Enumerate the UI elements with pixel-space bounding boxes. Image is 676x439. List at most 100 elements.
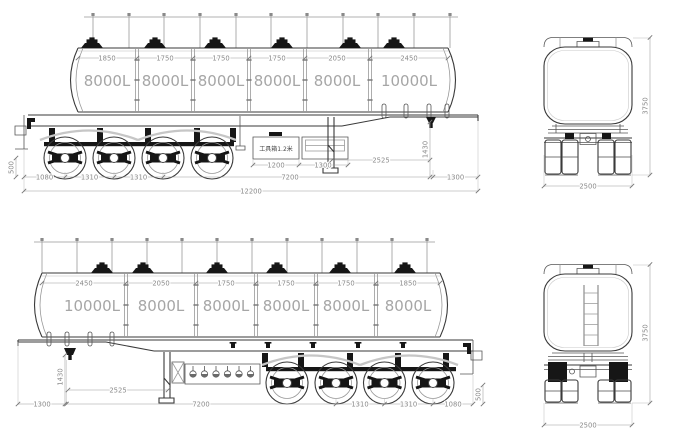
dimension-label: 2050 xyxy=(328,54,345,62)
wheel xyxy=(561,379,579,403)
discharge-valve-icon xyxy=(200,365,209,378)
frame-clamp-icon xyxy=(399,342,407,348)
manhole-cover-icon xyxy=(266,262,288,273)
frame-clamp-icon xyxy=(264,342,272,348)
dimension-label: 1750 xyxy=(156,54,173,62)
dimension-label: 2500 xyxy=(579,182,596,190)
volume-label: 8000L xyxy=(323,297,370,315)
wheel xyxy=(614,379,632,403)
side-cabinet xyxy=(302,137,348,159)
landing-gear xyxy=(159,352,174,403)
rear-discharge-fitting xyxy=(463,343,471,354)
toolbox: 工具箱1.2米 xyxy=(253,132,299,159)
volume-label: 10000L xyxy=(64,297,121,315)
discharge-valve-icon xyxy=(223,365,232,378)
wheel xyxy=(561,139,579,175)
handrail xyxy=(34,237,435,274)
discharge-valve-icon xyxy=(212,365,220,378)
dimension-label: 1310 xyxy=(400,400,417,408)
dimension-label: 1300 xyxy=(33,400,50,408)
deck-post xyxy=(381,103,387,119)
dimension-label: 2450 xyxy=(400,54,417,62)
volume-label: 8000L xyxy=(263,297,310,315)
discharge-valve-icon xyxy=(246,365,255,378)
end-view-top: 3750 2500 xyxy=(541,34,653,192)
dimension-label: 1430 xyxy=(57,368,65,385)
compartment-dim-row: 1850 1750 1750 1750 2050 2450 xyxy=(75,53,451,63)
dimension-label: 3750 xyxy=(642,97,650,114)
frame-clamp-icon xyxy=(309,342,317,348)
manhole-cover-icon xyxy=(329,262,351,273)
volume-label: 8000L xyxy=(198,72,245,90)
dimension-label: 1310 xyxy=(351,400,368,408)
end-view-bottom: 3750 2500 xyxy=(541,261,653,430)
manhole-cover-icon xyxy=(204,37,226,48)
manhole-cover-icon xyxy=(144,37,166,48)
dimension-label: 500 xyxy=(475,388,483,401)
dimension-label: 7200 xyxy=(192,400,209,408)
dimension-label: 1750 xyxy=(277,279,294,287)
manhole-cover-icon xyxy=(339,37,361,48)
manhole-covers xyxy=(91,262,416,273)
deck-post xyxy=(87,331,93,347)
dimension-label: 1200 xyxy=(267,161,284,169)
dimension-label: 1300 xyxy=(447,173,464,181)
discharge-valve-icon xyxy=(235,365,243,378)
volume-label: 8000L xyxy=(142,72,189,90)
manhole-cover-icon xyxy=(206,262,228,273)
dimension-label: 2525 xyxy=(109,386,126,394)
fender-arc xyxy=(40,131,236,141)
deck-post xyxy=(46,331,52,347)
suspension-beam xyxy=(266,367,456,372)
deck-post xyxy=(403,103,409,119)
wheel xyxy=(544,379,562,403)
dimension-label: 1850 xyxy=(399,279,416,287)
fender-arc xyxy=(262,356,458,366)
dimension-label: 2450 xyxy=(75,279,92,287)
dimension-label: 2050 xyxy=(152,279,169,287)
volume-labels: 8000L 8000L 8000L 8000L 8000L 10000L xyxy=(83,72,438,91)
mudflap xyxy=(609,362,628,382)
manhole-cover-icon xyxy=(132,262,154,273)
tank-cross-section xyxy=(544,274,632,351)
toolbox-label: 工具箱1.2米 xyxy=(259,145,293,153)
deck-post xyxy=(426,103,432,119)
dimensions-top-view: 1200 1300 2525 500 1430 1080 1310 1310 7… xyxy=(6,119,481,197)
dimension-label: 1430 xyxy=(422,141,430,158)
dimension-label: 1310 xyxy=(130,173,147,181)
wheel xyxy=(544,139,562,175)
manhole-cover-icon xyxy=(91,262,113,273)
dimension-label: 7200 xyxy=(281,173,298,181)
dimensions-bottom-view: 2525 1430 500 1300 7200 1310 1310 1080 xyxy=(15,342,486,409)
dimensions-end-top: 3750 2500 xyxy=(541,34,653,192)
suspension-beam xyxy=(44,142,234,147)
volume-label: 8000L xyxy=(254,72,301,90)
tank-body xyxy=(35,272,448,338)
dimension-label: 1080 xyxy=(36,173,53,181)
discharge-valve-icon xyxy=(189,365,197,378)
wheel xyxy=(597,379,615,403)
volume-label: 8000L xyxy=(84,72,131,90)
volume-label: 8000L xyxy=(138,297,185,315)
kingpin-icon xyxy=(426,117,436,128)
frame-clamp-icon xyxy=(354,342,362,348)
compartment-dim-row: 2450 2050 1750 1750 1750 1850 xyxy=(39,278,443,288)
chassis: 工具箱1.2米 xyxy=(15,103,478,181)
valve-cabinet xyxy=(185,364,260,384)
tank-cross-section xyxy=(544,47,632,124)
chassis xyxy=(18,331,482,406)
dimension-label: 1750 xyxy=(217,279,234,287)
dimension-label-total: 12200 xyxy=(240,187,262,195)
volume-label: 8000L xyxy=(385,297,432,315)
wheel xyxy=(614,139,632,175)
ladder-icon xyxy=(584,285,598,346)
dimension-label: 2525 xyxy=(372,156,389,164)
dimension-label: 1310 xyxy=(81,173,98,181)
wheel xyxy=(597,139,615,175)
frame-clamp-icon xyxy=(229,342,237,348)
manhole-cover-icon xyxy=(394,262,416,273)
mudflap xyxy=(548,362,567,382)
volume-label: 8000L xyxy=(203,297,250,315)
dimension-label: 2500 xyxy=(579,421,596,429)
dimension-label: 3750 xyxy=(642,324,650,341)
